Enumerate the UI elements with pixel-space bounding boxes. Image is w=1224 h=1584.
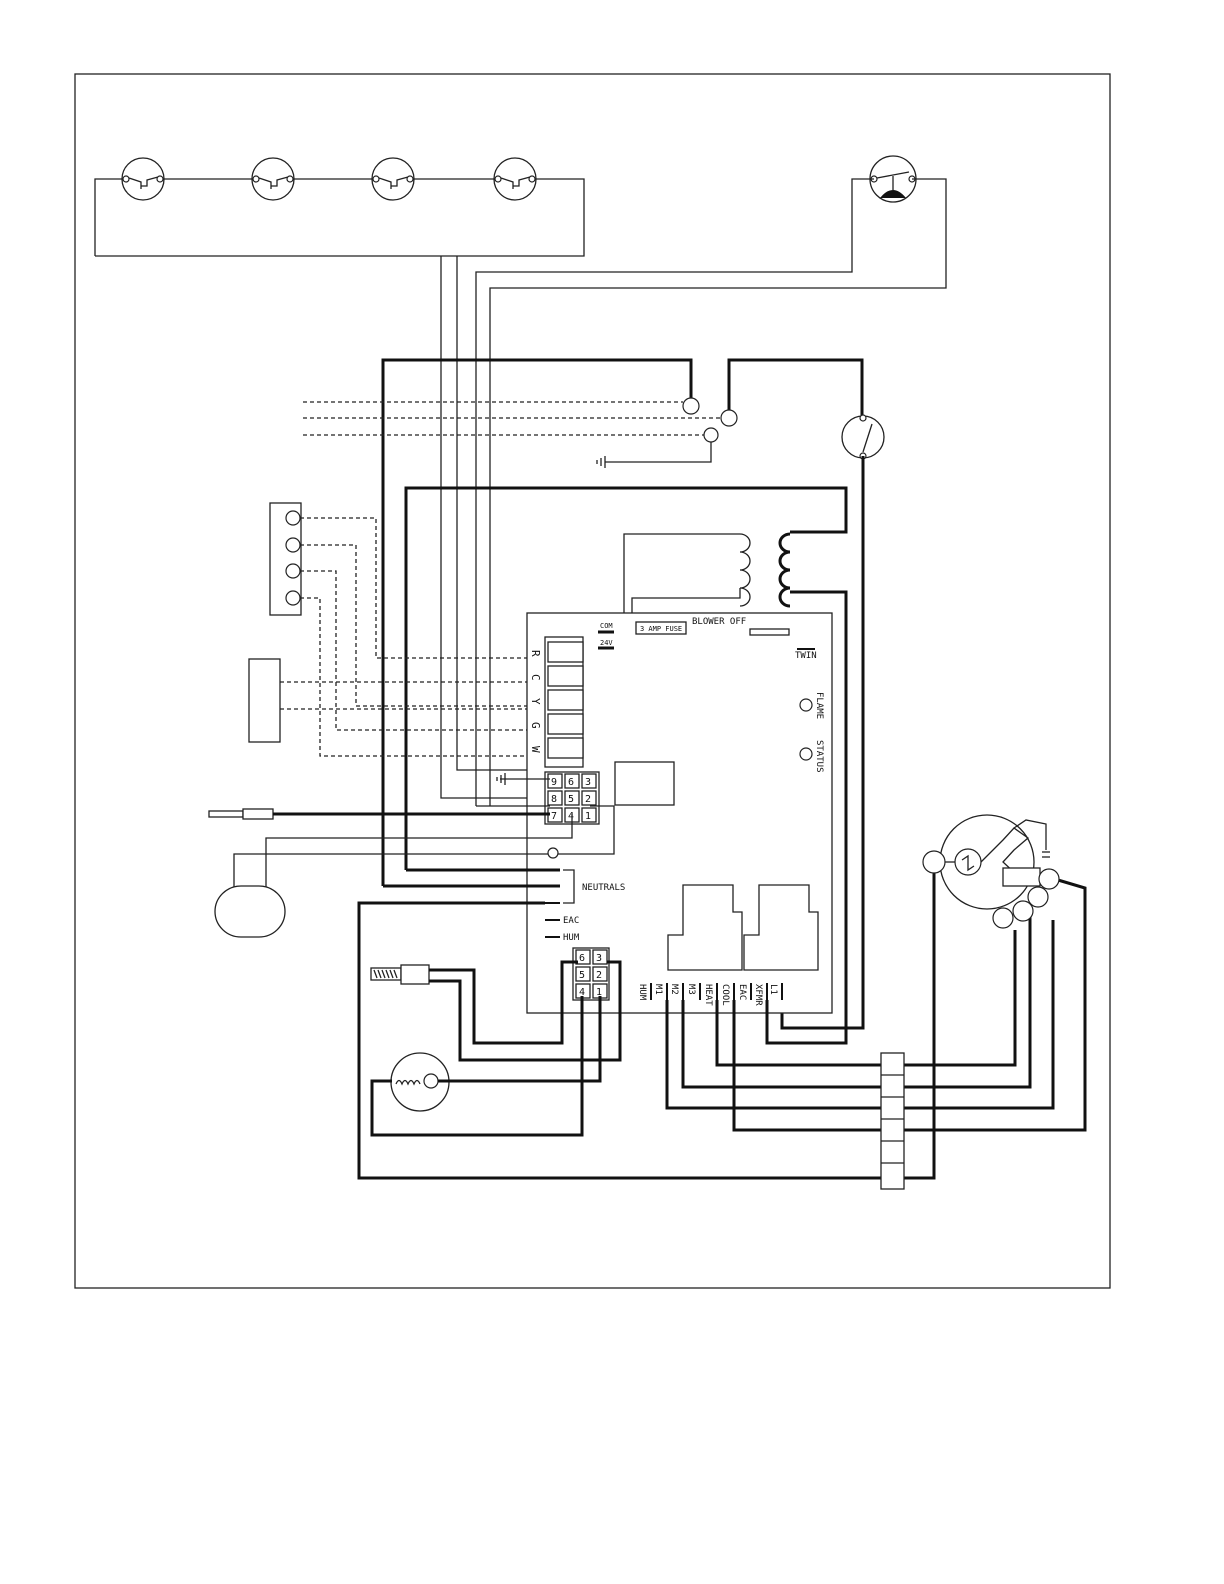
line-power-switch [729, 360, 862, 418]
terminal-eac: EAC [737, 984, 747, 1000]
door-switch-to-l1 [846, 456, 863, 1028]
tstat-wire-r [300, 518, 530, 658]
plug9-pin-6: 6 [568, 777, 574, 788]
flame-led [800, 699, 812, 711]
terminal-m1: M1 [653, 984, 663, 995]
blower-motor-icon [923, 815, 1059, 928]
igniter-icon [371, 965, 429, 984]
twin-label: TWIN [795, 651, 817, 661]
flame-label: FLAME [814, 692, 824, 719]
terminal-r-label: R [529, 650, 542, 657]
terminal-m2: M2 [669, 984, 679, 995]
ground-wire-top [605, 442, 711, 462]
blower-off-switch[interactable] [750, 629, 789, 635]
plug9-pin-3: 3 [585, 777, 591, 788]
transformer-secondary-com [614, 534, 740, 622]
hum-label: HUM [563, 933, 580, 943]
door-switch-icon [842, 415, 884, 459]
tstat-wire-w [300, 598, 530, 756]
outdoor-unit-block [249, 659, 280, 742]
gas-valve-icon [215, 886, 285, 937]
status-label: STATUS [814, 740, 824, 773]
terminal-l1: L1 [768, 984, 778, 995]
terminal-w-label: W [529, 746, 542, 753]
plug9-pin-9: 9 [551, 777, 557, 788]
terminal-y-label: Y [529, 698, 542, 705]
com-label: COM [600, 622, 613, 630]
pressure-switch-icon [870, 156, 916, 202]
wire-harness-block [881, 1053, 904, 1189]
plug9-pin-7: 7 [551, 811, 557, 822]
transformer-icon [740, 534, 790, 606]
board-mount-hole [548, 848, 558, 858]
thermostat-terminal-strip [545, 637, 583, 767]
plug6-pin-2: 2 [596, 970, 602, 981]
fuse-label: 3 AMP FUSE [640, 625, 682, 633]
status-led [800, 748, 812, 760]
plug6-pin-3: 3 [596, 953, 602, 964]
control-chip [615, 762, 674, 805]
flame-sensor-icon [209, 809, 273, 819]
limit-switch-4-icon [494, 158, 536, 200]
terminal-g-label: G [529, 722, 542, 729]
v24-label: 24V [600, 639, 613, 647]
eac-label: EAC [563, 916, 579, 926]
thermostat-terminal-block [270, 503, 301, 615]
plug6-pin-5: 5 [579, 970, 585, 981]
plug9-pin-1: 1 [585, 811, 591, 822]
plug6-pin-6: 6 [579, 953, 585, 964]
plug-wire-gv2 [266, 814, 572, 890]
terminal-heat: HEAT [703, 984, 713, 1006]
limit-switch-2-icon [252, 158, 294, 200]
terminal-cool: COOL [720, 984, 730, 1006]
terminal-hum: HUM [637, 984, 647, 1001]
plug9-pin-4: 4 [568, 811, 574, 822]
plug9-pin-5: 5 [568, 794, 574, 805]
neutrals-label: NEUTRALS [582, 883, 625, 893]
plug9-pin-8: 8 [551, 794, 557, 805]
plug9-pin-2: 2 [585, 794, 591, 805]
limit-switch-3-icon [372, 158, 414, 200]
limit-switch-1-icon [122, 158, 164, 200]
blower-off-label: BLOWER OFF [692, 617, 746, 627]
terminal-xfmr: XFMR [753, 984, 763, 1006]
terminal-m3: M3 [686, 984, 696, 995]
ground-icon-top [597, 456, 605, 468]
terminal-c-label: C [529, 674, 542, 681]
